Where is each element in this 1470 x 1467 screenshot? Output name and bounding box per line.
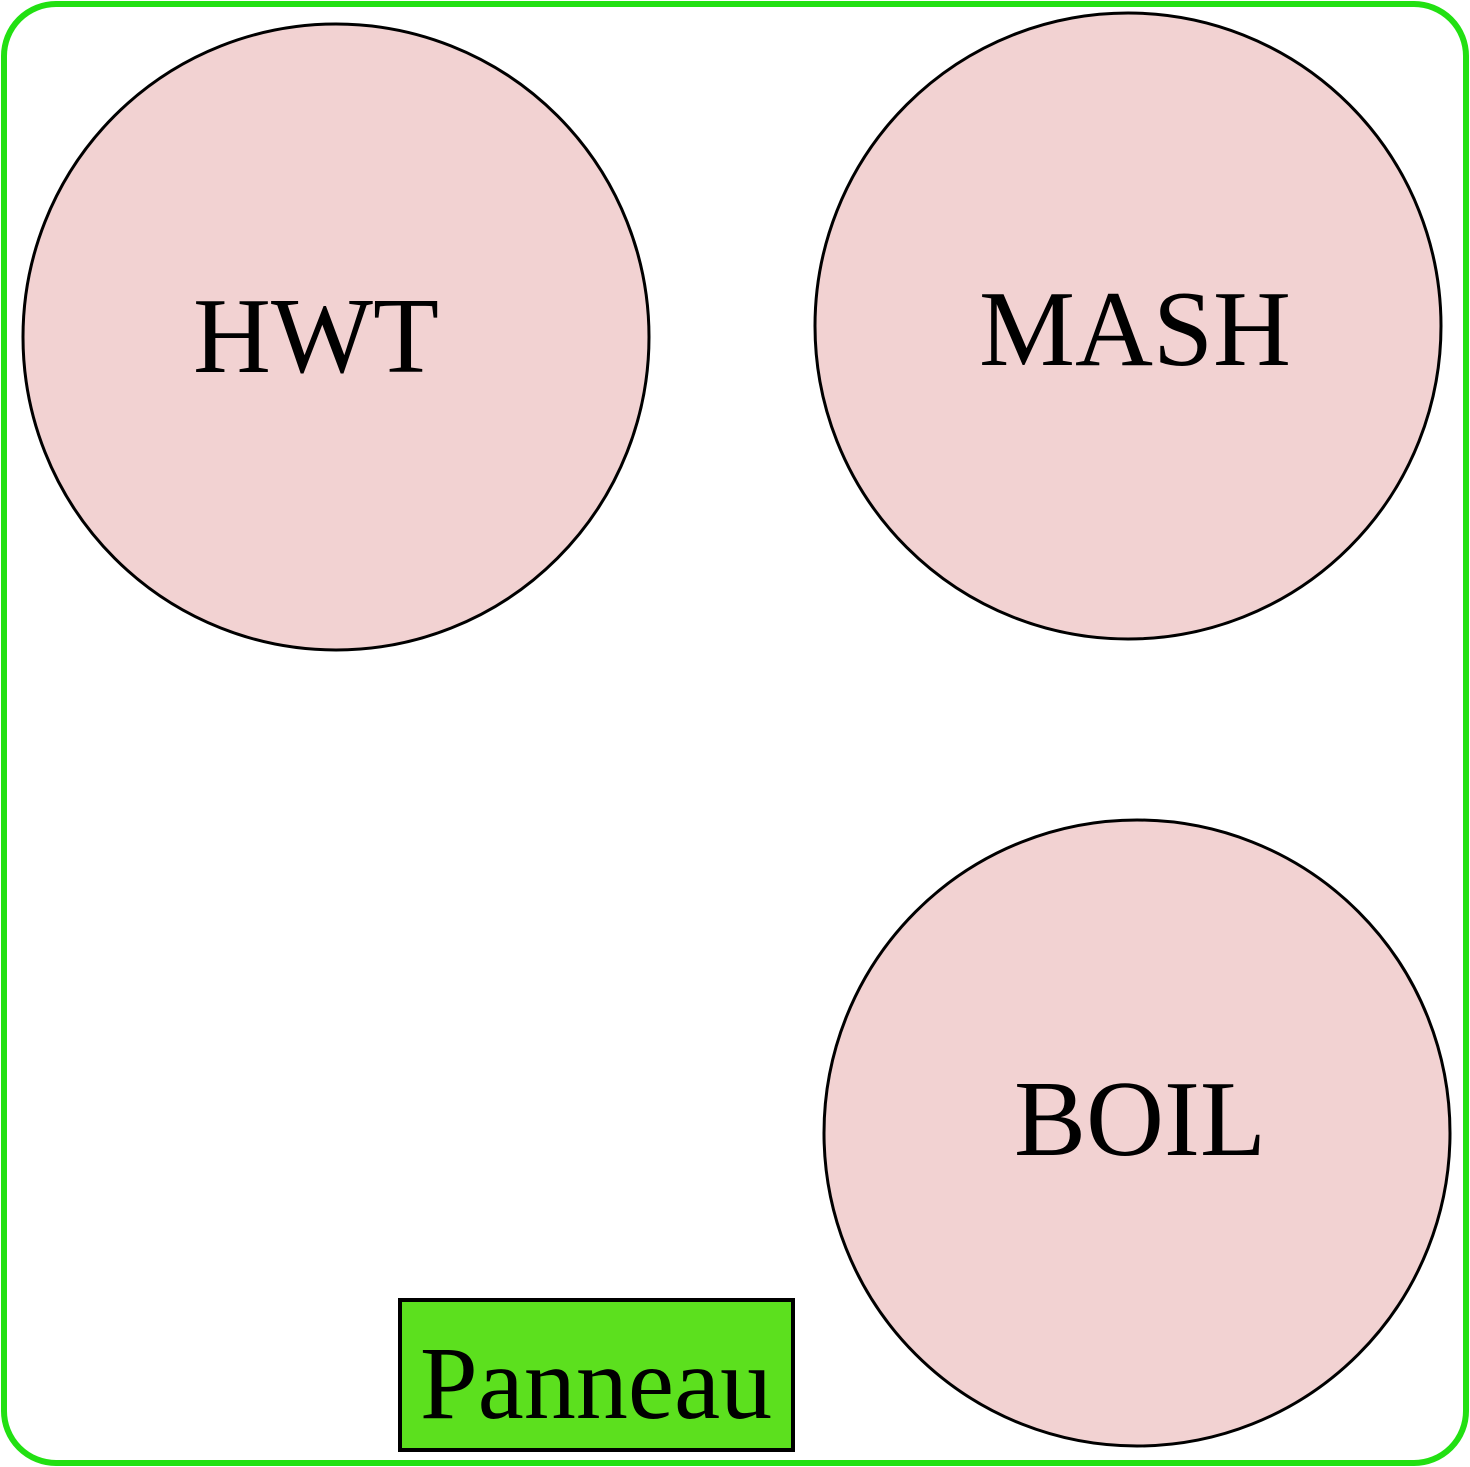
node-boil-label: BOIL <box>1014 1060 1266 1179</box>
node-boil-circle[interactable] <box>822 818 1452 1448</box>
node-mash[interactable]: MASH <box>813 11 1443 641</box>
node-panneau[interactable]: Panneau <box>398 1298 795 1452</box>
node-mash-label: MASH <box>979 270 1291 389</box>
node-hwt-circle[interactable] <box>21 22 651 652</box>
node-hwt-label: HWT <box>193 277 439 396</box>
node-boil[interactable]: BOIL <box>822 818 1452 1448</box>
node-mash-circle[interactable] <box>813 11 1443 641</box>
node-hwt[interactable]: HWT <box>21 22 651 652</box>
node-panneau-rect[interactable] <box>398 1298 795 1452</box>
node-panneau-label: Panneau <box>420 1326 772 1441</box>
